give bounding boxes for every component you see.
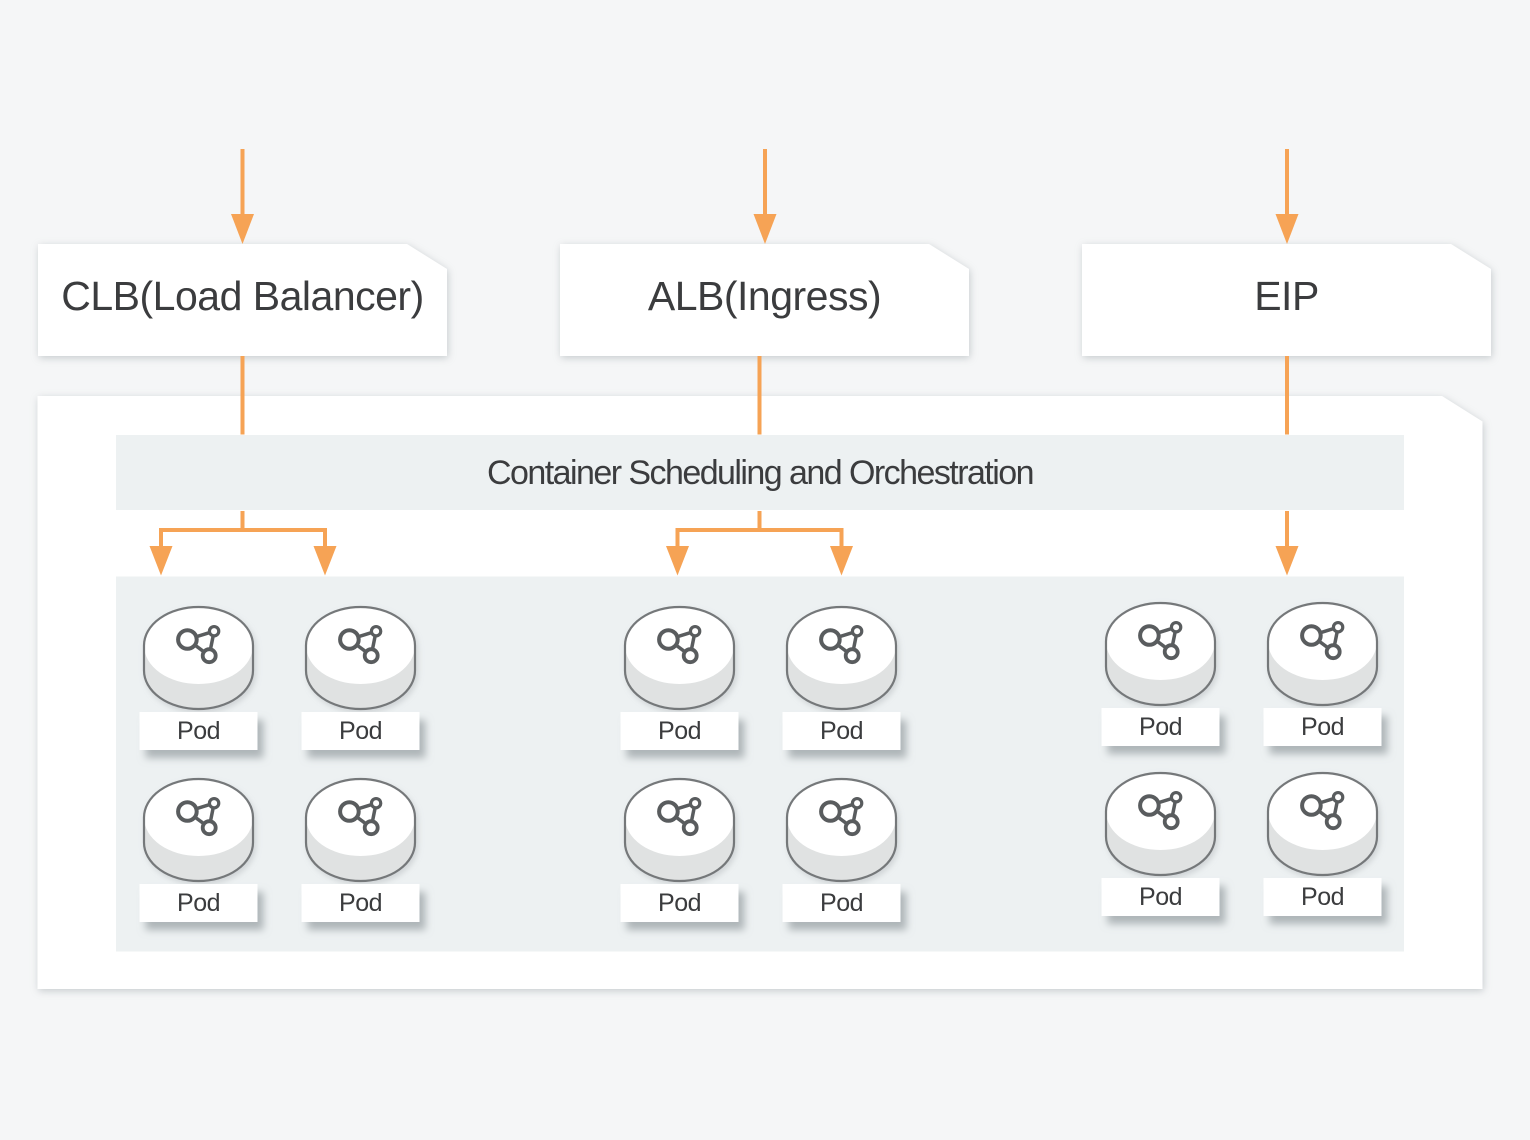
svg-text:Container Scheduling and Orche: Container Scheduling and Orchestration — [487, 454, 1033, 492]
svg-text:ALB(Ingress): ALB(Ingress) — [648, 273, 881, 319]
svg-text:CLB(Load Balancer): CLB(Load Balancer) — [61, 273, 423, 319]
svg-text:EIP: EIP — [1254, 273, 1319, 319]
